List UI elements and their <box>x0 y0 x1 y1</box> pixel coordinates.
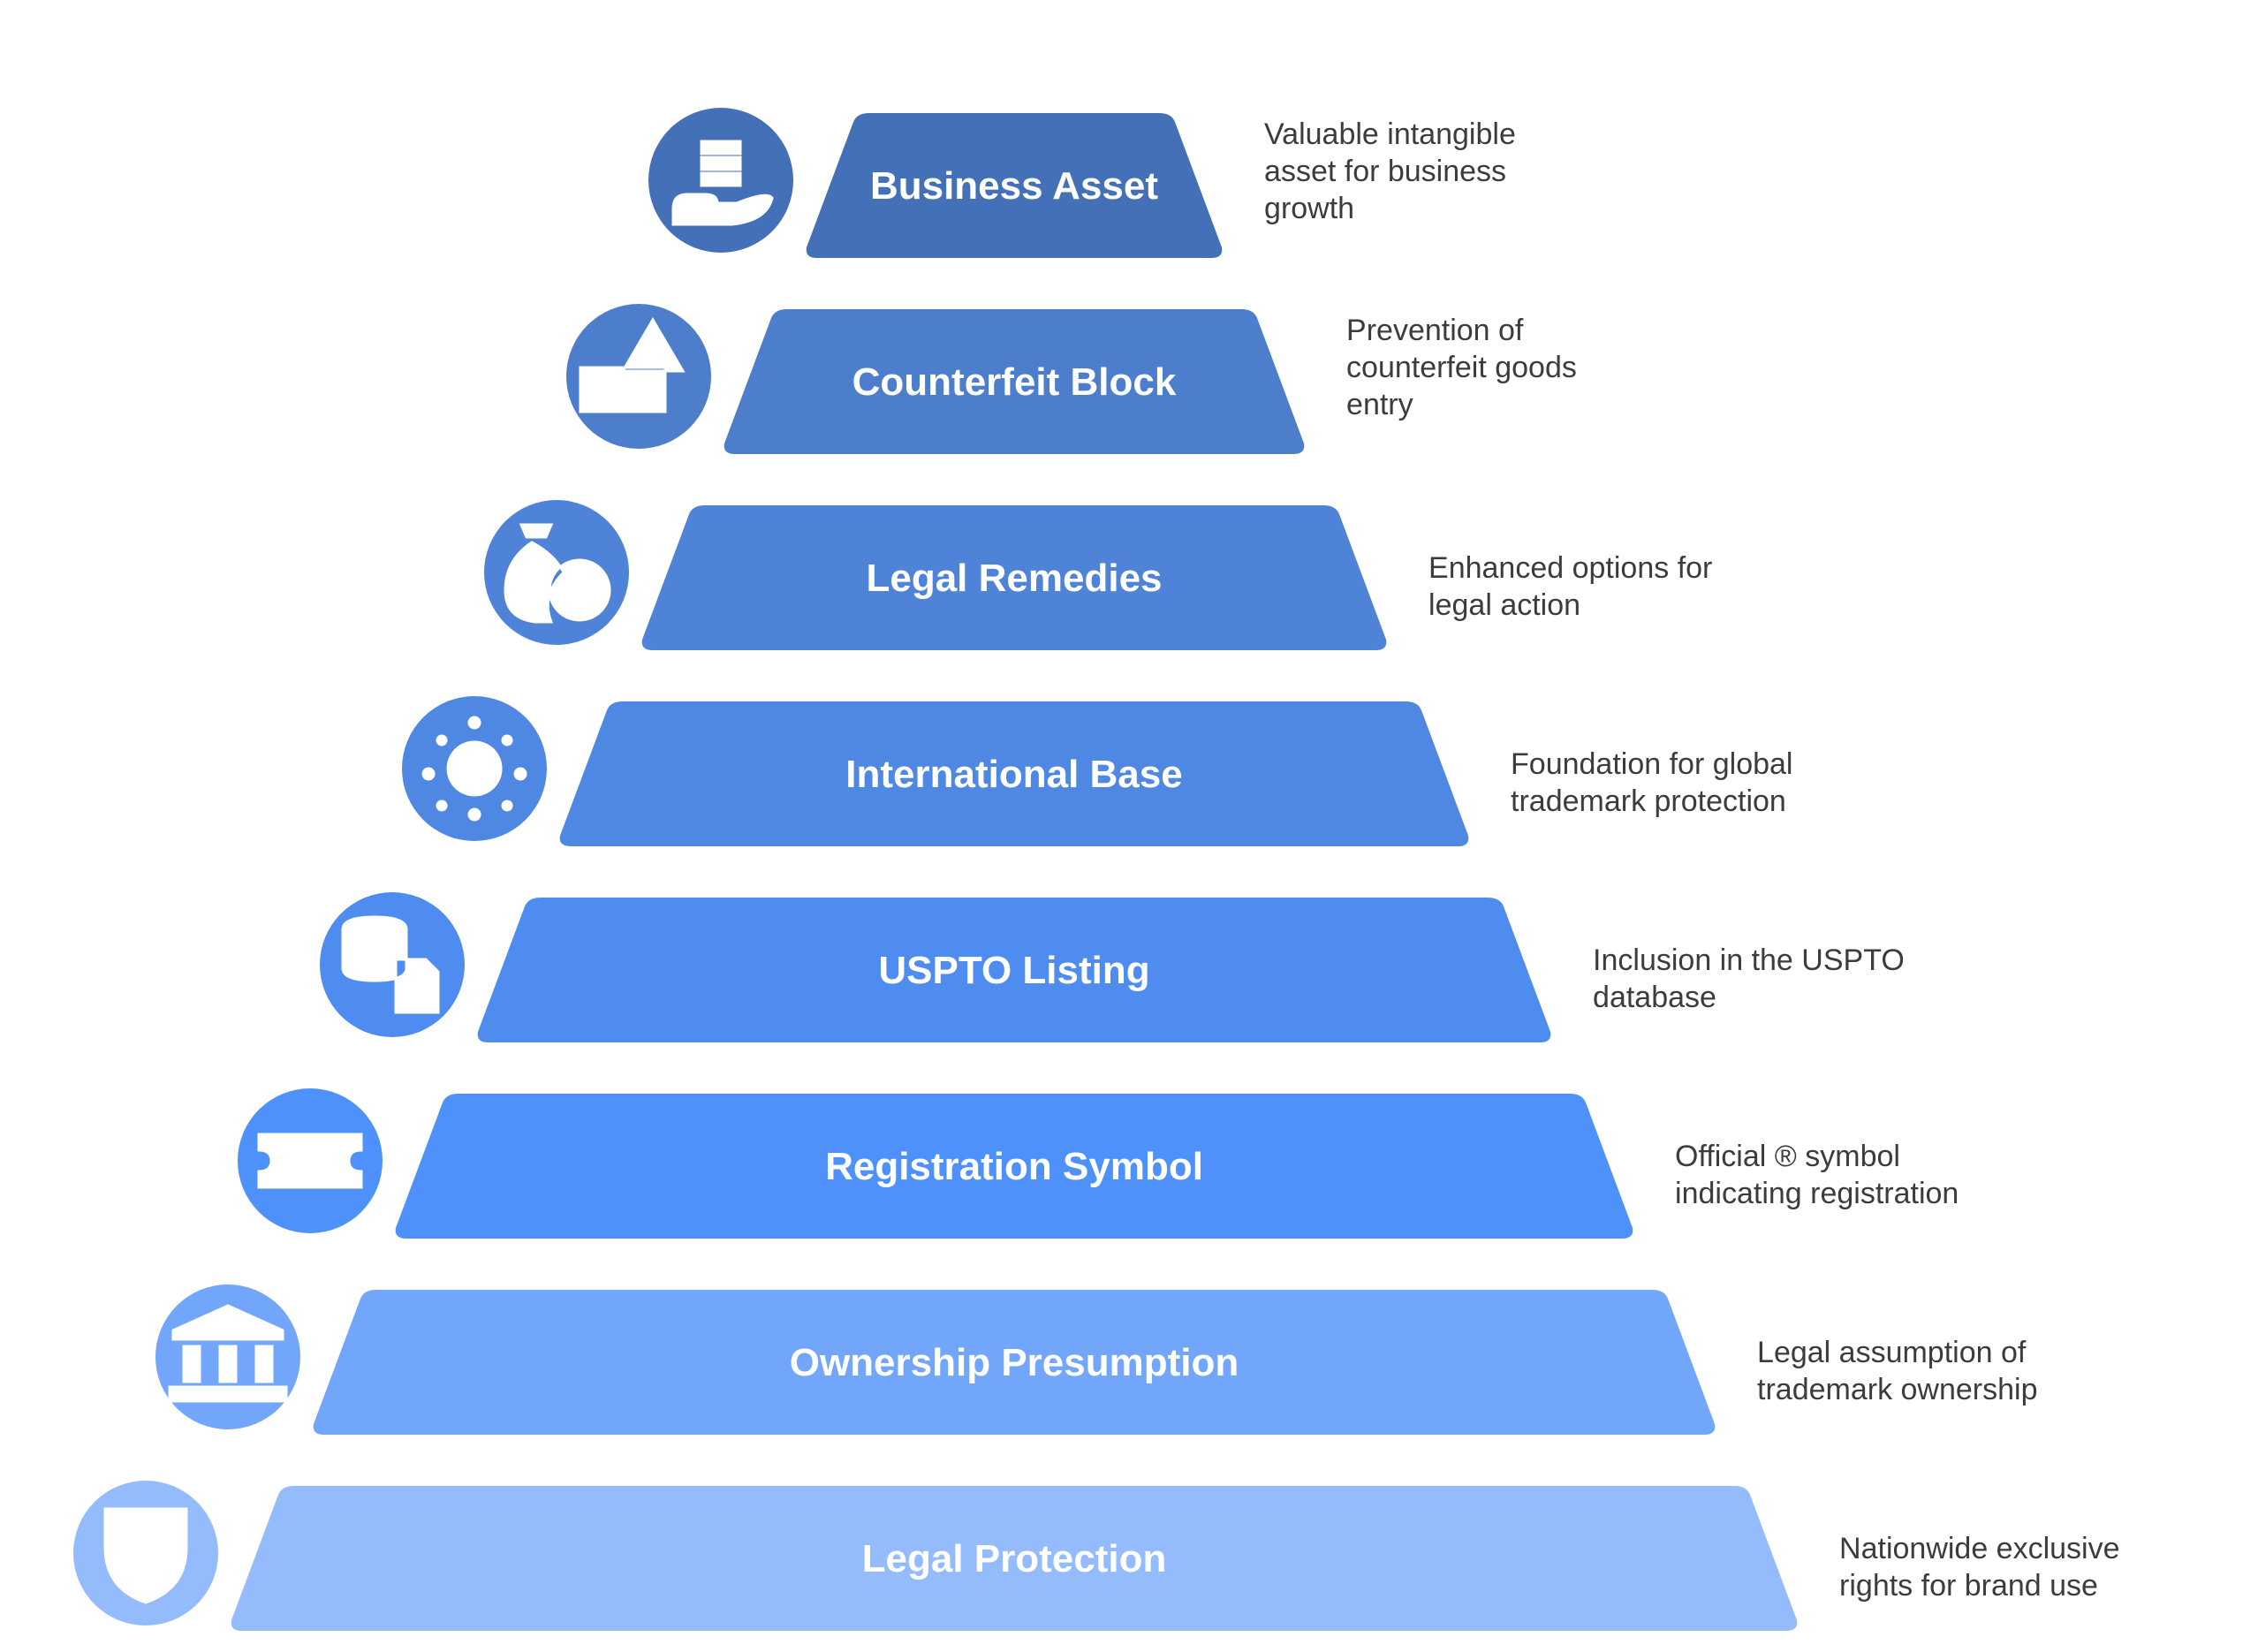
shield-user-icon <box>73 1481 218 1625</box>
tier-description: Legal assumption of trademark ownership <box>1757 1334 2037 1408</box>
tier-label: Legal Protection <box>862 1537 1167 1580</box>
tier-description: Nationwide exclusive rights for brand use <box>1839 1530 2120 1604</box>
description-line: Inclusion in the USPTO <box>1593 943 1905 977</box>
container-warning-icon <box>566 304 711 449</box>
tier-band <box>559 701 1469 846</box>
pyramid-tier: USPTO Listing <box>320 892 1551 1042</box>
database-document-icon <box>320 892 465 1037</box>
description-line: Valuable intangible <box>1264 117 1516 151</box>
description-line: Foundation for global <box>1511 747 1793 781</box>
description-line: database <box>1593 981 1716 1014</box>
tier-band <box>724 309 1305 454</box>
pyramid-tier: Counterfeit Block <box>566 304 1305 454</box>
description-line: Prevention of <box>1346 314 1524 347</box>
description-line: legal action <box>1428 588 1581 622</box>
tier-label: International Base <box>845 753 1182 796</box>
globe-icon <box>402 696 547 841</box>
description-line: rights for brand use <box>1839 1569 2098 1603</box>
hand-coins-icon <box>648 108 793 253</box>
tier-description: Valuable intangible asset for business gro… <box>1264 116 1516 227</box>
tier-label: USPTO Listing <box>878 949 1149 992</box>
description-line: growth <box>1264 192 1355 225</box>
tier-label: Counterfeit Block <box>852 360 1177 404</box>
tier-band <box>806 113 1223 258</box>
tier-description: Prevention of counterfeit goods entry <box>1346 312 1577 423</box>
pyramid-tier: Legal Protection <box>73 1481 1798 1631</box>
tier-label: Business Asset <box>870 164 1158 208</box>
description-line: Nationwide exclusive <box>1839 1532 2120 1565</box>
description-line: counterfeit goods <box>1346 351 1577 384</box>
description-line: Enhanced options for <box>1428 551 1713 585</box>
tier-band <box>477 898 1551 1042</box>
courthouse-icon <box>155 1284 300 1429</box>
description-line: Official ® symbol <box>1675 1140 1900 1173</box>
description-line: Legal assumption of <box>1757 1336 2027 1369</box>
pyramid-tier: Registration Symbol <box>238 1088 1633 1239</box>
tier-label: Legal Remedies <box>866 557 1162 600</box>
description-line: entry <box>1346 388 1413 421</box>
tier-label: Ownership Presumption <box>790 1341 1239 1384</box>
tier-band <box>395 1094 1633 1239</box>
description-line: asset for business <box>1264 155 1507 188</box>
description-line: trademark protection <box>1511 784 1786 818</box>
tier-band <box>231 1486 1798 1631</box>
tier-band <box>641 505 1387 650</box>
pyramid-tier: Business Asset <box>648 108 1223 258</box>
pyramid-tier: Ownership Presumption <box>155 1284 1716 1435</box>
tier-description: Inclusion in the USPTO database <box>1593 942 1905 1016</box>
description-line: indicating registration <box>1675 1177 1959 1210</box>
description-line: trademark ownership <box>1757 1373 2038 1406</box>
pyramid-tier: International Base <box>402 696 1469 846</box>
tier-description: Official ® symbol indicating registration <box>1675 1138 1959 1212</box>
registered-ticket-icon <box>238 1088 383 1233</box>
tier-label: Registration Symbol <box>825 1145 1203 1188</box>
tier-band <box>313 1290 1716 1435</box>
money-bag-icon <box>484 500 629 645</box>
pyramid-tier: Legal Remedies <box>484 500 1387 650</box>
